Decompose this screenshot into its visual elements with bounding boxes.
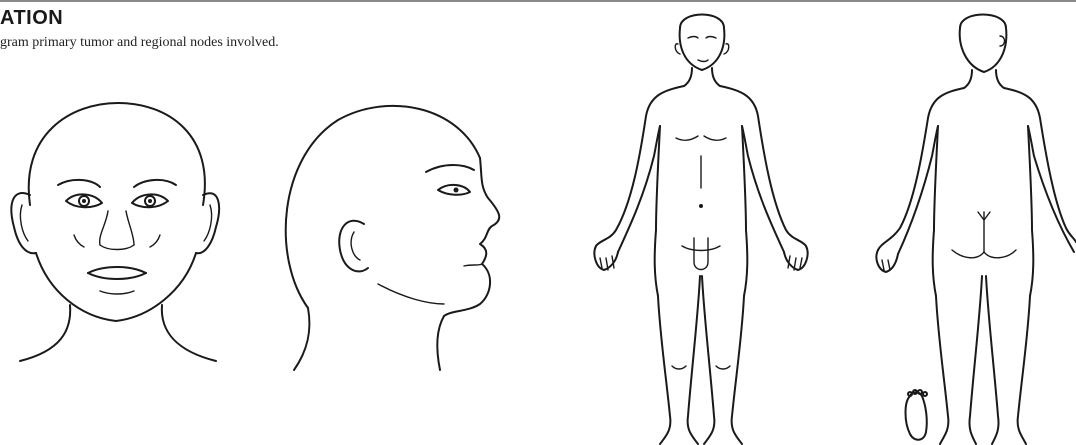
foot-sole-diagram <box>898 388 934 444</box>
diagram-instruction: gram primary tumor and regional nodes in… <box>0 35 279 51</box>
body-posterior-diagram <box>860 6 1076 445</box>
section-heading: ATION <box>0 7 63 30</box>
head-front-diagram <box>0 95 245 365</box>
head-profile-diagram <box>268 98 513 373</box>
body-anterior-diagram <box>588 6 813 445</box>
section-top-rule <box>0 0 1076 2</box>
